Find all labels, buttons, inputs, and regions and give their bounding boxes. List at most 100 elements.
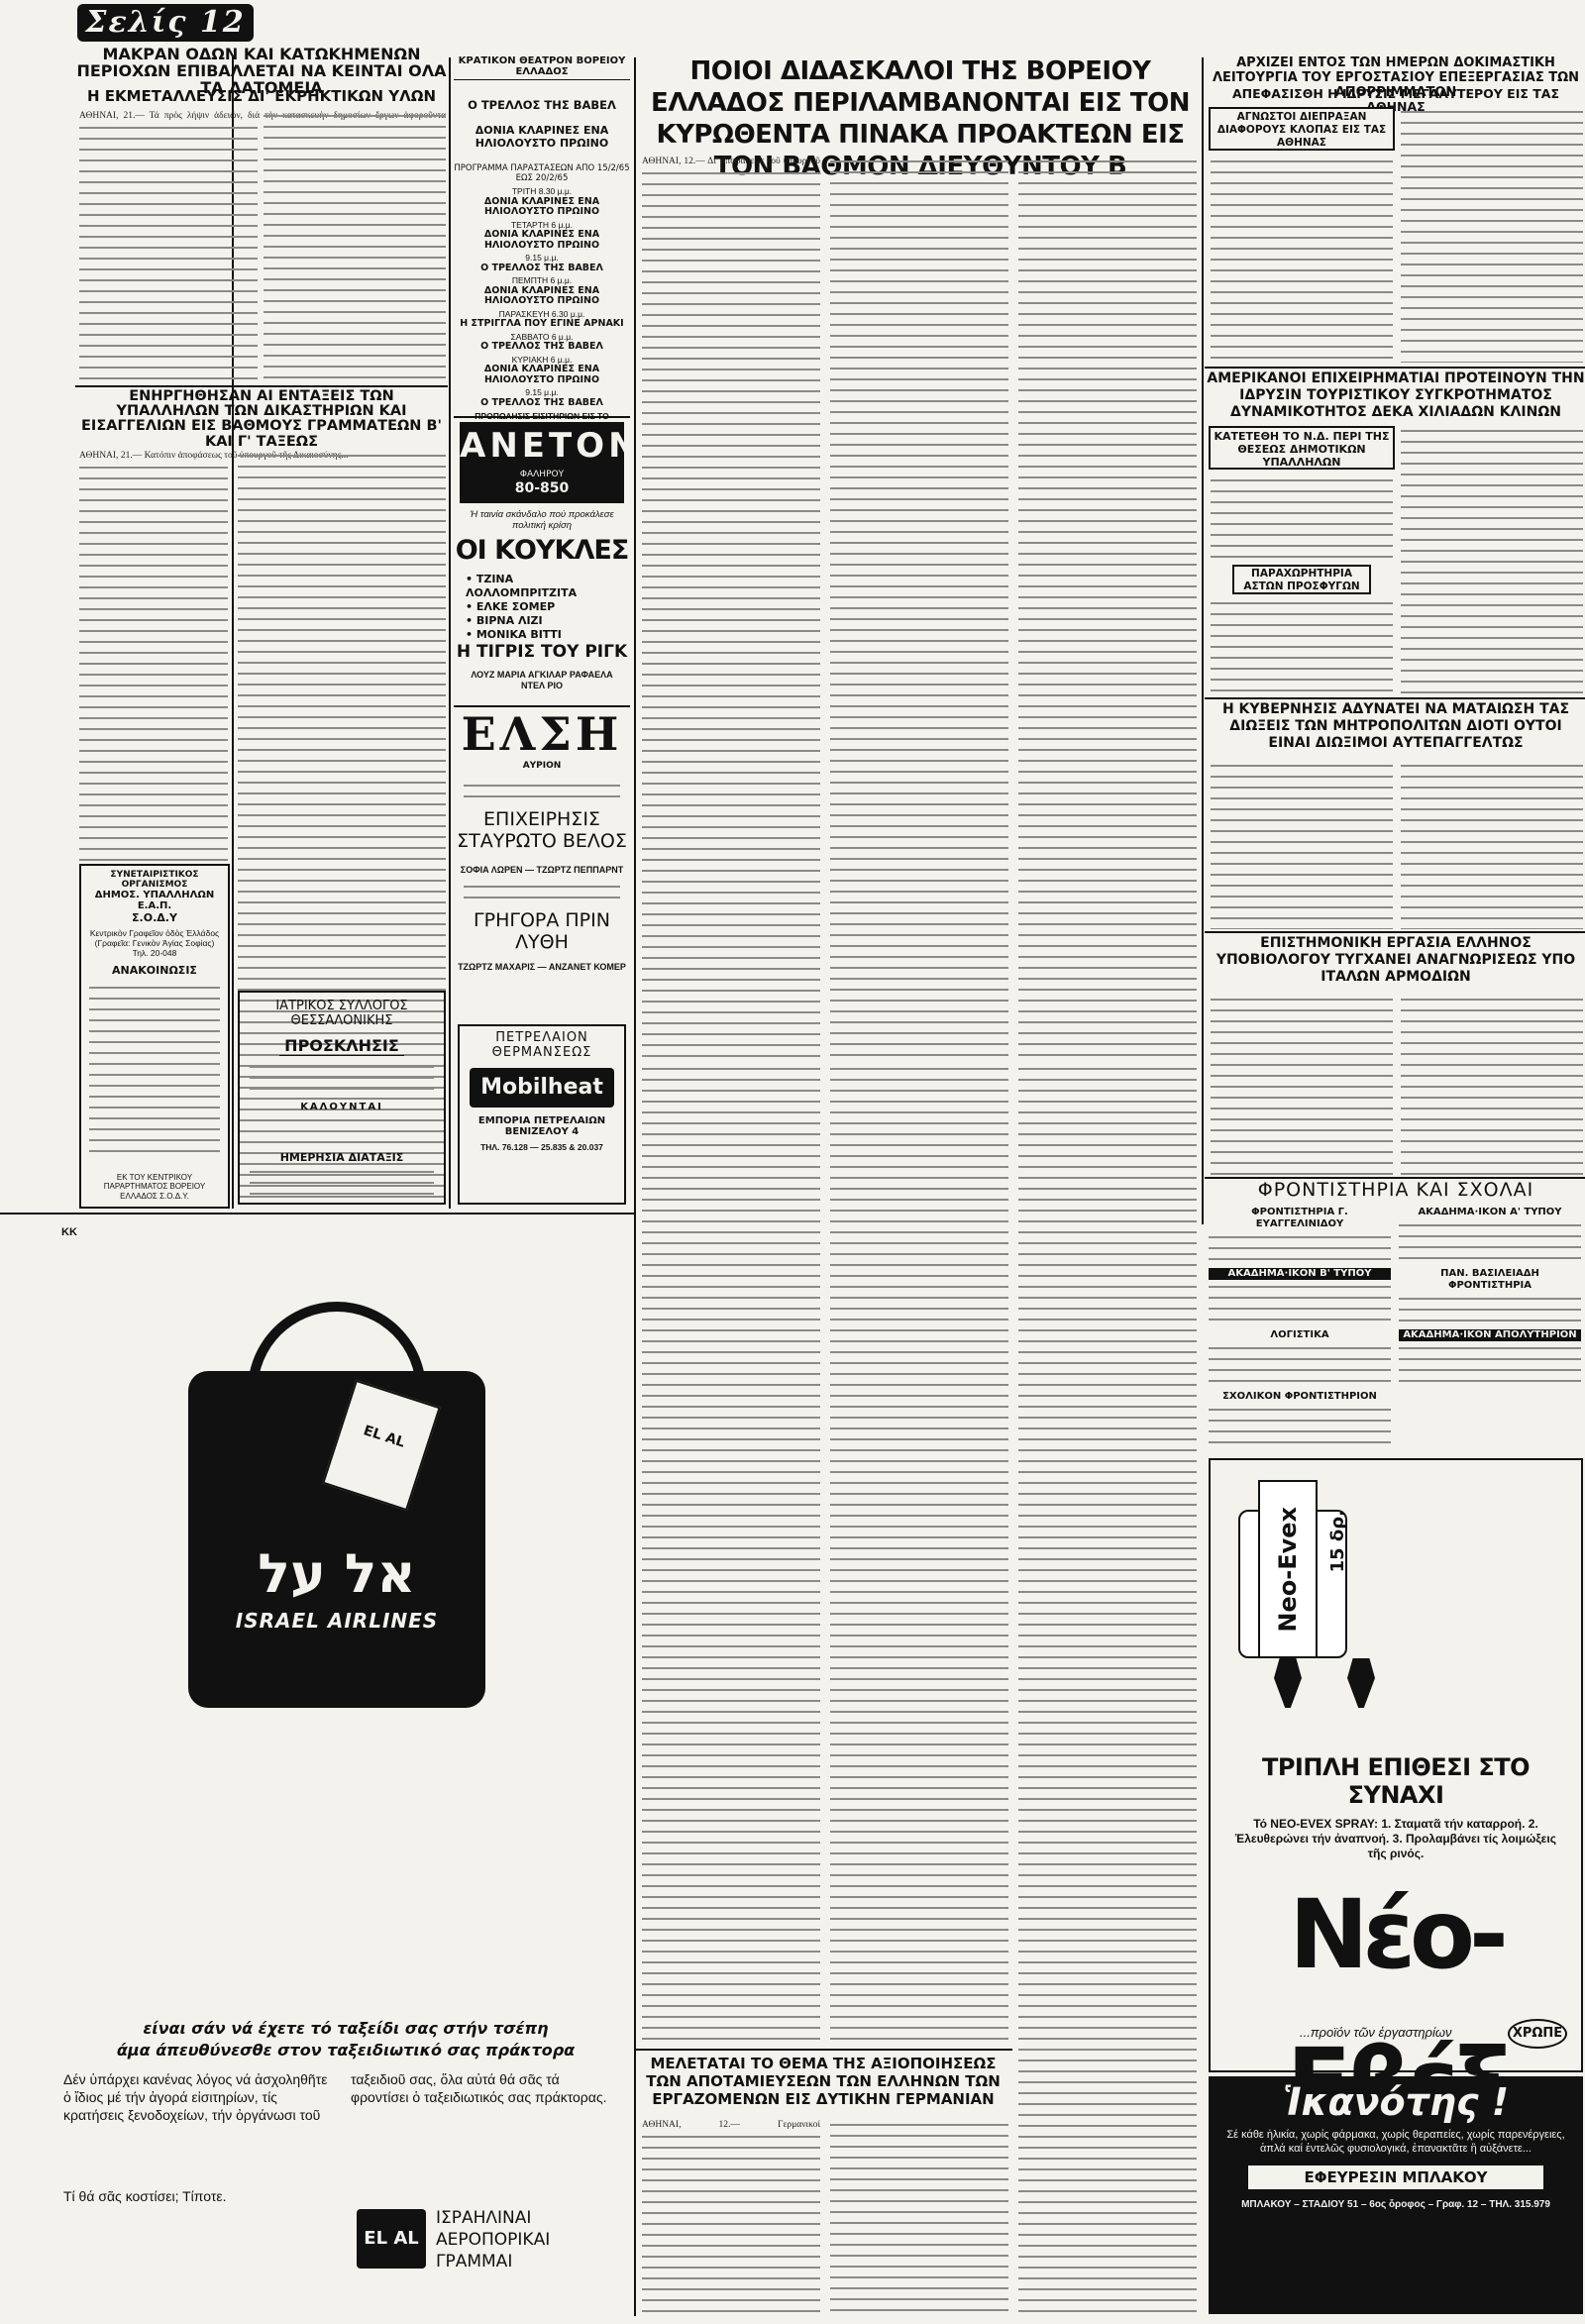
page-number-logo: Σελίς 12	[77, 4, 254, 42]
column-rule	[634, 57, 636, 2316]
elsi-blurb2	[464, 882, 620, 903]
col5-text	[1211, 157, 1393, 363]
elsi-tomorrow: ΑΥΡΙΟΝ	[522, 761, 562, 771]
sody-address: Κεντρικὸν Γραφεῖον ὁδὸς Ἑλλάδος (Γραφεῖα…	[89, 928, 220, 958]
col1-story2-headline: ΕΝΗΡΓΗΘΗΣΑΝ ΑΙ ΕΝΤΑΞΕΙΣ ΤΩΝ ΥΠΑΛΛΗΛΩΝ ΤΩ…	[81, 388, 442, 450]
germany-text	[642, 2132, 820, 2312]
story-rule	[1205, 697, 1585, 699]
sody-org-line2: ΔΗΜΟΣ. ΥΠΑΛΛΗΛΩΝ Ε.Α.Π.	[94, 890, 215, 911]
aneton-ad: ΑΝΕΤΟΝ ΦΑΛΗΡΟΥ 80-850 Ἡ ταινία σκάνδαλο …	[454, 416, 637, 951]
theater-schedule-row: ΚΥΡΙΑΚΗ 6 μ.μ.ΔΟΝΙΑ ΚΛΑΡΙΝΕΣ ΕΝΑ ΗΛΙΟΛΟΥ…	[454, 354, 630, 386]
mobilheat-ad: ΠΕΤΡΕΛΑΙΟΝ ΘΕΡΜΑΝΣΕΩΣ Mobilheat ΕΜΠΟΡΙΑ …	[458, 1024, 626, 1205]
elsi-title1: ΕΠΙΧΕΙΡΗΣΙΣ ΣΤΑΥΡΩΤΟ ΒΕΛΟΣ	[457, 808, 627, 852]
col5-text	[1401, 426, 1583, 693]
school-listing-title: ΑΚΑΔΗΜΑ·ΙΚΟΝ ΑΠΟΛΥΤΗΡΙΟΝ	[1399, 1329, 1581, 1341]
el-al-mark-text: EL AL	[364, 2228, 419, 2249]
spray-can-label: Neo-Evex	[1258, 1480, 1318, 1658]
col5-text	[1401, 761, 1583, 929]
mobilheat-dealer: ΕΜΠΟΡΙΑ ΠΕΤΡΕΛΑΙΩΝ	[477, 1115, 606, 1126]
theater-schedule-day: ΤΡΙΤΗ 8.30 μ.μ.	[511, 186, 573, 196]
medical-org: ΙΑΤΡΙΚΟΣ ΣΥΛΛΟΓΟΣ ΘΕΣΣΑΛΟΝΙΚΗΣ	[275, 999, 408, 1028]
ikanotis-brand: ΕΦΕΥΡΕΣΙΝ ΜΠΛΑΚΟΥ	[1248, 2166, 1543, 2189]
medical-text	[250, 1167, 434, 1201]
school-listing-title: ΛΟΓΙΣΤΙΚΑ	[1270, 1329, 1329, 1340]
col5-text	[1401, 995, 1583, 1175]
theater-header: ΚΡΑΤΙΚΟΝ ΘΕΑΤΡΟΝ ΒΟΡΕΙΟΥ ΕΛΛΑΔΟΣ	[454, 55, 630, 80]
aneton-cast-member: • ΒΙΡΝΑ ΛΙΖΙ	[466, 614, 543, 627]
theater-schedule-play: ΔΟΝΙΑ ΚΛΑΡΙΝΕΣ ΕΝΑ ΗΛΙΟΛΟΥΣΤΟ ΠΡΩΙΝΟ	[483, 364, 600, 385]
airline-logo-latin: ISRAEL AIRLINES	[235, 1609, 439, 1633]
theater-program-title: ΠΡΟΓΡΑΜΜΑ ΠΑΡΑΣΤΑΣΕΩΝ ΑΠΟ 15/2/65 ΕΩΣ 20…	[454, 163, 630, 183]
germany-text	[830, 2120, 1008, 2312]
theater-schedule-play: ΔΟΝΙΑ ΚΛΑΡΙΝΕΣ ΕΝΑ ΗΛΙΟΛΟΥΣΤΟ ΠΡΩΙΝΟ	[483, 284, 600, 306]
school-listing: ΑΚΑΔΗΜΑ·ΙΚΟΝ Β' ΤΥΠΟΥ	[1209, 1268, 1391, 1321]
ikanotis-address: ΜΠΛΑΚΟΥ – ΣΤΑΔΙΟΥ 51 – 6ος ὄροφος – Γραφ…	[1241, 2199, 1550, 2210]
col4-dateline: ΑΘΗΝΑΙ, 12.— Δι' ἀποφάσεως τοῦ ὑπουργοῦ …	[642, 157, 820, 166]
sody-org-line1: ΣΥΝΕΤΑΙΡΙΣΤΙΚΟΣ ΟΡΓΑΝΙΣΜΟΣ	[110, 870, 199, 890]
story-rule	[1205, 1177, 1585, 1179]
mobilheat-phone: ΤΗΛ. 76.128 — 25.835 & 20.037	[480, 1142, 603, 1152]
theater-schedule-row: ΠΕΜΠΤΗ 6 μ.μ.ΔΟΝΙΑ ΚΛΑΡΙΝΕΣ ΕΝΑ ΗΛΙΟΛΟΥΣ…	[454, 275, 630, 307]
bag-body	[188, 1371, 485, 1708]
col5-decree-title: ΚΑΤΕΤΕΘΗ ΤΟ Ν.Δ. ΠΕΡΙ ΤΗΣ ΘΕΣΕΩΣ ΔΗΜΟΤΙΚ…	[1214, 430, 1390, 469]
theater-schedule-play: ΔΟΝΙΑ ΚΛΑΡΙΝΕΣ ΕΝΑ ΗΛΙΟΛΟΥΣΤΟ ΠΡΩΙΝΟ	[483, 229, 600, 251]
column-rule	[449, 57, 451, 1209]
israel-cost: Τί θά σᾶς κοστίσει; Τίποτε.	[63, 2188, 227, 2204]
medical-call: ΚΑΛΟΥΝΤΑΙ	[300, 1102, 383, 1112]
school-listing-text	[1399, 1343, 1581, 1383]
column-rule	[232, 57, 234, 1209]
col5-text	[1211, 995, 1393, 1175]
col1-story-text	[79, 123, 258, 382]
school-listing: ΣΧΟΛΙΚΟΝ ΦΡΟΝΤΙΣΤΗΡΙΟΝ	[1209, 1391, 1391, 1444]
ikanotis-text: Σέ κάθε ἡλικία, χωρίς φάρμακα, χωρίς θερ…	[1226, 2129, 1565, 2155]
ad-corner-mark: ΚΚ	[61, 1226, 77, 1238]
col4-list-text	[1018, 1064, 1197, 2312]
nozzle-shape	[1347, 1658, 1375, 1708]
neo-evex-maker: ΧΡΩΠΕ	[1508, 2019, 1567, 2049]
elsi-blurb	[464, 781, 620, 802]
can-price: 15 δρ.	[1327, 1510, 1348, 1573]
theater-schedule-play: Η ΣΤΡΙΓΓΛΑ ΠΟΥ ΕΓΙΝΕ ΑΡΝΑΚΙ	[460, 318, 624, 329]
medical-title: ΠΡΟΣΚΛΗΣΙΣ	[279, 1036, 404, 1056]
school-listing-text	[1209, 1282, 1391, 1321]
elsi-cast2: ΤΖΩΡΤΖ ΜΑΧΑΡΙΣ — ΑΝΖΑΝΕΤ ΚΟΜΕΡ	[458, 962, 626, 972]
neo-evex-text: Τό NEO-EVEX SPRAY: 1. Σταματᾶ τήν καταρρ…	[1235, 1817, 1556, 1860]
col4-list-text	[1018, 157, 1197, 1060]
theater-schedule-row: ΤΕΤΑΡΤΗ 6 μ.μ.ΔΟΝΙΑ ΚΛΑΡΙΝΕΣ ΕΝΑ ΗΛΙΟΛΟΥ…	[454, 219, 630, 252]
theater-schedule-play: Ο ΤΡΕΛΛΟΣ ΤΗΣ ΒΑΒΕΛ	[480, 341, 603, 352]
israel-airlines-ad: ΚΚ EL AL אל על ISRAEL AIRLINES είναι σάν…	[59, 1218, 632, 2318]
col1-dateline: ΑΘΗΝΑΙ, 21.— Τά πρὸς λήψιν ἀδειῶν, διά τ…	[79, 111, 446, 121]
school-listing-text	[1209, 1405, 1391, 1444]
medical-notice: ΙΑΤΡΙΚΟΣ ΣΥΛΛΟΓΟΣ ΘΕΣΣΑΛΟΝΙΚΗΣ ΠΡΟΣΚΛΗΣΙ…	[238, 991, 446, 1205]
sody-org-line3: Σ.Ο.Δ.Υ	[132, 911, 177, 924]
story-rule	[75, 385, 448, 387]
col5-story3-headline: Η ΚΥΒΕΡΝΗΣΙΣ ΑΔΥΝΑΤΕΙ ΝΑ ΜΑΤΑΙΩΣΗ ΤΑΣ ΔΙ…	[1221, 701, 1570, 751]
theater-show2: ΔΟΝΙΑ ΚΛΑΡΙΝΕΣ ΕΝΑ ΗΛΙΟΛΟΥΣΤΟ ΠΡΩΙΝΟ	[475, 124, 609, 150]
aneton-cast-member: • ΜΟΝΙΚΑ ΒΙΤΤΙ	[466, 628, 562, 641]
school-listing-text	[1399, 1220, 1581, 1260]
school-listing: ΑΚΑΔΗΜΑ·ΙΚΟΝ Α' ΤΥΠΟΥ	[1399, 1207, 1581, 1260]
theater-schedule-play: Ο ΤΡΕΛΛΟΣ ΤΗΣ ΒΑΒΕΛ	[480, 396, 603, 408]
theater-show1: Ο ΤΡΕΛΛΟΣ ΤΗΣ ΒΑΒΕΛ	[468, 98, 616, 112]
airline-logo-hebrew: אל על	[258, 1542, 416, 1605]
theater-schedule-day: ΤΕΤΑΡΤΗ 6 μ.μ.	[510, 219, 574, 230]
elsi-cast1: ΣΟΦΙΑ ΛΩΡΕΝ — ΤΖΩΡΤΖ ΠΕΠΠΑΡΝΤ	[460, 865, 624, 875]
school-listing: ΠΑΝ. ΒΑΣΙΛΕΙΑΔΗ ΦΡΟΝΤΙΣΤΗΡΙΑ	[1399, 1268, 1581, 1333]
col5-text	[1211, 761, 1393, 929]
col1-headline: ΜΑΚΡΑΝ ΟΔΩΝ ΚΑΙ ΚΑΤΩΚΗΜΕΝΩΝ ΠΕΡΙΟΧΩΝ ΕΠΙ…	[76, 45, 447, 97]
school-listing-title: ΑΚΑΔΗΜΑ·ΙΚΟΝ Α' ΤΥΠΟΥ	[1418, 1207, 1562, 1217]
col5-thefts-box: ΑΓΝΩΣΤΟΙ ΔΙΕΠΡΑΞΑΝ ΔΙΑΦΟΡΟΥΣ ΚΛΟΠΑΣ ΕΙΣ …	[1209, 107, 1395, 151]
nozzle-shape	[1274, 1658, 1302, 1708]
school-listing-title: ΣΧΟΛΙΚΟΝ ΦΡΟΝΤΙΣΤΗΡΙΟΝ	[1222, 1391, 1377, 1402]
school-listing-title: ΑΚΑΔΗΜΑ·ΙΚΟΝ Β' ΤΥΠΟΥ	[1209, 1268, 1391, 1280]
col1-subhead: Η ΕΚΜΕΤΑΛΛΕΥΣΙΣ ΔΙ' ΕΚΡΗΚΤΙΚΩΝ ΥΛΩΝ	[86, 87, 437, 105]
story-rule	[634, 2049, 1012, 2051]
col5-thefts-title: ΑΓΝΩΣΤΟΙ ΔΙΕΠΡΑΞΑΝ ΔΙΑΦΟΡΟΥΣ ΚΛΟΠΑΣ ΕΙΣ …	[1216, 111, 1387, 149]
aneton-sub: ΦΑΛΗΡΟΥ	[519, 470, 565, 479]
theater-schedule-day: ΚΥΡΙΑΚΗ 6 μ.μ.	[511, 354, 573, 365]
col4-list-text	[642, 1064, 820, 2045]
neo-evex-footer: ...προϊόν τῶν ἐργαστηρίων	[1300, 2025, 1452, 2040]
spray-can-illustration: Neo-Evex 15 δρ.	[1228, 1470, 1426, 1747]
story-rule	[1205, 931, 1585, 933]
